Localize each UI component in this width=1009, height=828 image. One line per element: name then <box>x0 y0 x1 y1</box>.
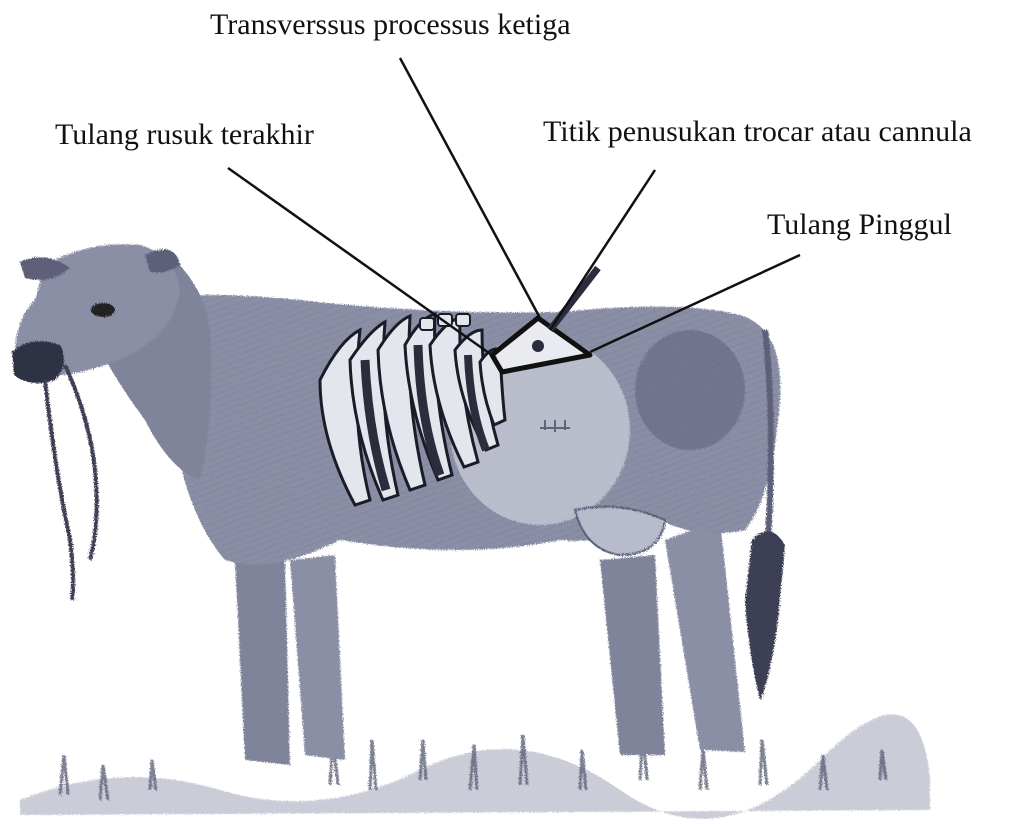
leader-line-trocar <box>550 170 655 330</box>
label-last-rib: Tulang rusuk terakhir <box>55 120 314 150</box>
label-hip-bone: Tulang Pinggul <box>767 210 952 240</box>
label-transverse-process: Transverssus processus ketiga <box>210 10 571 40</box>
cow-head <box>12 244 211 600</box>
leader-line-transverse <box>400 58 540 318</box>
label-trocar-point: Titik penusukan trocar atau cannula <box>543 117 972 147</box>
grass <box>20 715 930 819</box>
cow-legs <box>235 520 745 765</box>
trocar-point-marker <box>532 340 544 352</box>
